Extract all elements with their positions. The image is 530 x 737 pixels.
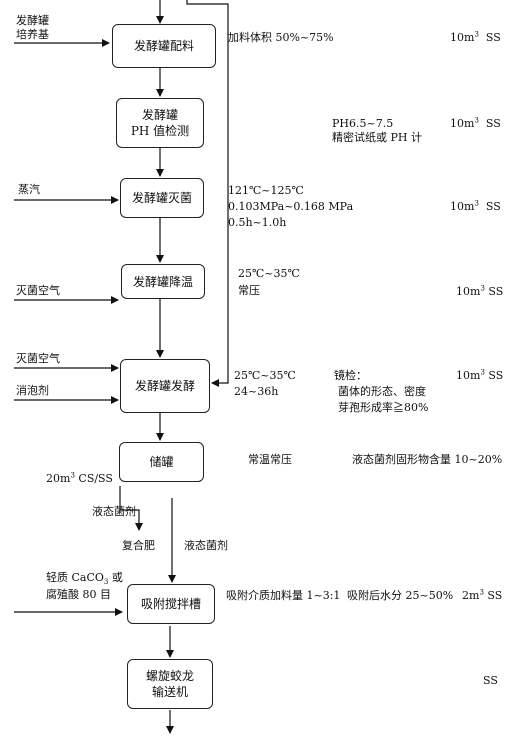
input-medium-2: 培养基 [16,28,49,41]
equip-ph-sup: 3 [474,116,479,125]
input-medium-1: 发酵罐 [16,14,49,27]
input-humic: 腐殖酸 80 目 [46,588,111,601]
equip-jiangwen-suffix: SS [484,285,504,298]
node-xifu-label: 吸附搅拌槽 [140,597,201,611]
equip-luoxuan: SS [483,674,498,688]
equip-xifu-suffix: SS [483,589,503,602]
param-ph-1: PH6.5~7.5 [332,117,394,130]
equip-chuguan: 20m3 CS/SS [46,472,113,486]
param-fajiao-2: 24~36h [234,385,279,398]
node-miejun-label: 发酵罐灭菌 [131,191,192,205]
input-sterile-air-1: 灭菌空气 [16,284,60,297]
equip-ph-suffix: SS [478,117,501,130]
param-chuguan-1: 常温常压 [248,453,292,466]
node-ph-check: 发酵罐 PH 值检测 [116,98,204,148]
node-jiangwen: 发酵罐降温 [121,264,205,299]
input-sterile-air-2: 灭菌空气 [16,352,60,365]
equip-chuguan-sup: 3 [70,471,75,480]
equip-fajiao-sup: 3 [480,368,485,377]
node-ph-label-1: 发酵罐 [141,108,178,122]
input-caco3-prefix: 轻质 CaCO [46,571,104,584]
param-fajiao-1: 25℃~35℃ [234,369,296,382]
input-caco3-sub: 3 [103,578,109,587]
equip-luoxuan-suffix: SS [483,674,498,687]
equip-miejun-sup: 3 [474,199,479,208]
equip-fajiao-suffix: SS [484,369,504,382]
branch-liquid-agent-right: 液态菌剂 [184,539,228,552]
param-jiangwen-1: 25℃~35℃ [238,267,300,280]
node-luoxuan-label-1: 螺旋蛟龙 [145,669,194,683]
equip-peiliao-suffix: SS [478,31,501,44]
param-miejun-3: 0.5h~1.0h [228,216,287,229]
branch-liquid-agent-left: 液态菌剂 [92,505,136,518]
param-jingjian-1: 镜检： [334,369,367,382]
equip-xifu-prefix: 2m [462,589,480,602]
param-ph-2: 精密试纸或 PH 计 [332,131,422,144]
node-chuguan-label: 储罐 [149,455,174,469]
equip-peiliao-prefix: 10m [450,31,475,44]
node-xifu: 吸附搅拌槽 [127,584,215,624]
node-peiliao: 发酵罐配料 [112,24,216,68]
param-jingjian-3: 芽孢形成率≧80% [338,401,429,414]
equip-peiliao: 10m3 SS [450,31,501,45]
node-miejun: 发酵罐灭菌 [120,178,204,218]
input-caco3: 轻质 CaCO3 或 [46,571,123,587]
param-miejun-1: 121℃~125℃ [228,184,304,197]
equip-xifu: 2m3 SS [462,589,502,603]
node-fajiao-label: 发酵罐发酵 [134,379,195,393]
node-ph-label-2: PH 值检测 [130,124,190,138]
param-xifu-1: 吸附介质加料量 1~3:1 [226,589,341,602]
input-caco3-suffix: 或 [108,571,123,584]
equip-miejun: 10m3 SS [450,200,501,214]
flow-loop-line [186,0,229,387]
node-luoxuan: 螺旋蛟龙 输送机 [127,659,213,709]
equip-miejun-prefix: 10m [450,200,475,213]
branch-compound-fertilizer: 复合肥 [122,539,155,552]
equip-jiangwen: 10m3 SS [456,285,503,299]
node-peiliao-label: 发酵罐配料 [133,39,194,53]
input-steam: 蒸汽 [18,183,40,196]
equip-ph-prefix: 10m [450,117,475,130]
equip-ph: 10m3 SS [450,117,501,131]
param-xifu-2: 吸附后水分 25~50% [347,589,454,602]
equip-fajiao: 10m3 SS [456,369,503,383]
input-defoamer: 消泡剂 [16,384,49,397]
equip-fajiao-prefix: 10m [456,369,481,382]
param-miejun-2: 0.103MPa~0.168 MPa [228,200,354,213]
param-jingjian-2: 菌体的形态、密度 [338,385,426,398]
equip-chuguan-suffix: CS/SS [74,472,113,485]
node-jiangwen-label: 发酵罐降温 [132,274,193,289]
node-fajiao: 发酵罐发酵 [120,359,210,413]
param-peiliao: 加料体积 50%~75% [228,31,334,44]
node-luoxuan-label-2: 输送机 [151,685,188,699]
node-chuguan: 储罐 [119,442,204,482]
equip-peiliao-sup: 3 [474,30,479,39]
equip-chuguan-prefix: 20m [46,472,71,485]
branch-arrow-compound-fertilizer [119,486,143,531]
param-jiangwen-2: 常压 [238,284,260,297]
equip-jiangwen-prefix: 10m [456,285,481,298]
equip-miejun-suffix: SS [478,200,501,213]
equip-jiangwen-sup: 3 [480,284,485,293]
param-chuguan-2: 液态菌剂固形物含量 10~20% [352,453,503,466]
equip-xifu-sup: 3 [479,588,484,597]
